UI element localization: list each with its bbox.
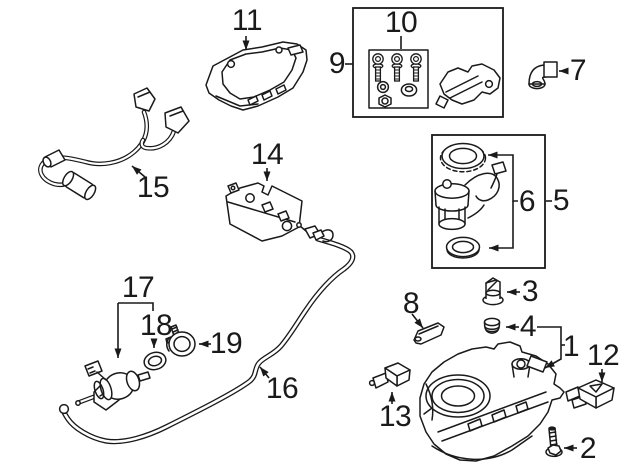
mounting-bracket-drawing (225, 182, 303, 242)
protective-cover-drawing (205, 41, 308, 111)
hardware-kit-box-drawing (352, 7, 504, 118)
o-ring-drawing (143, 351, 167, 371)
callout-19: 19 (209, 327, 243, 360)
control-module-drawing (565, 379, 615, 409)
callout-17: 17 (121, 271, 155, 304)
callout-13: 13 (378, 400, 412, 433)
retainer-clip-drawing (413, 322, 445, 345)
callout-leader-lines (114, 36, 606, 452)
callout-9: 9 (328, 47, 346, 80)
callout-16: 16 (265, 372, 299, 405)
callout-14: 14 (250, 138, 284, 171)
callout-18: 18 (139, 309, 173, 342)
fuel-pump-kit-box-drawing (431, 134, 546, 269)
callout-15: 15 (136, 171, 170, 204)
callout-1: 1 (562, 330, 580, 363)
valve-cap-drawing (165, 324, 196, 357)
fuel-tank-drawing (419, 341, 565, 462)
vent-valve-drawing (482, 277, 504, 306)
sensor-drawing (368, 362, 411, 389)
fuel-line-drawing (58, 222, 356, 445)
callout-3: 3 (521, 275, 539, 308)
mount-bolt-drawing (545, 426, 563, 458)
callout-12: 12 (586, 339, 620, 372)
callout-10: 10 (384, 6, 418, 39)
callout-8: 8 (402, 287, 420, 320)
callout-2: 2 (579, 432, 597, 465)
purge-valve-drawing (75, 360, 151, 411)
callout-11: 11 (231, 4, 263, 37)
wiring-harness-drawing (38, 87, 190, 201)
callout-6: 6 (518, 185, 536, 218)
callout-4: 4 (519, 310, 537, 343)
grommet-cap-drawing (483, 317, 501, 335)
callout-5: 5 (552, 184, 570, 217)
callout-7: 7 (569, 54, 587, 87)
elbow-connector-drawing (528, 61, 558, 90)
